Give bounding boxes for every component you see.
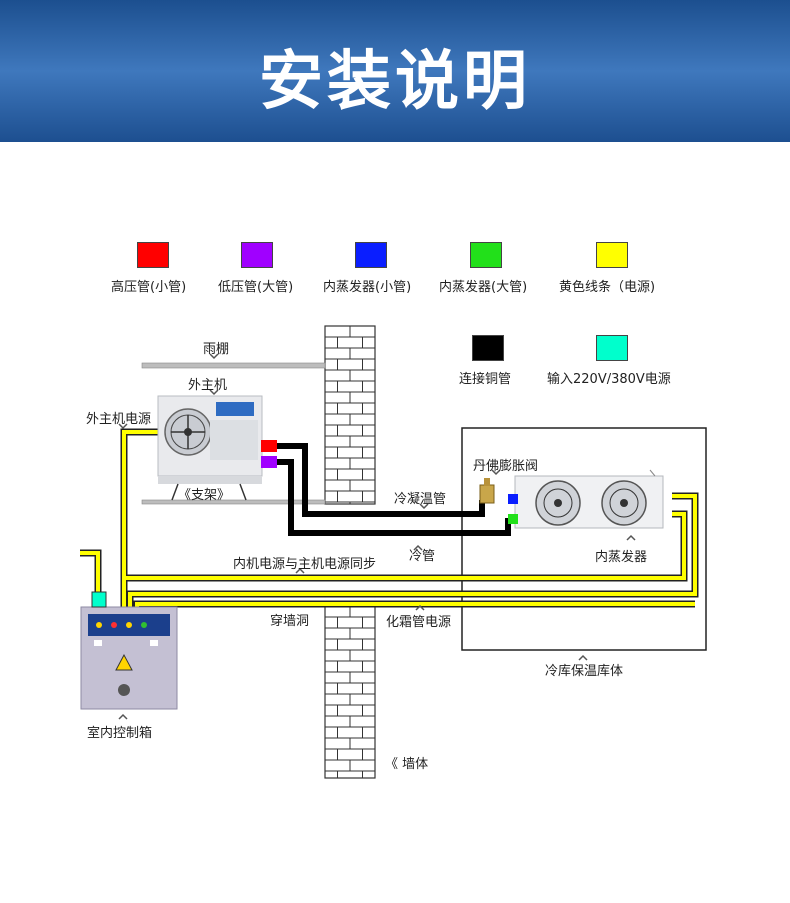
wall-hole-label: 穿墙洞 (270, 614, 310, 629)
legend-label-copper: 连接铜管 (459, 372, 512, 387)
outdoor-unit-label: 外主机 (188, 378, 228, 393)
control-box-label: 室内控制箱 (87, 726, 153, 741)
cold-room-box (461, 427, 707, 651)
legend-label-evap-large: 内蒸发器(大管) (439, 280, 528, 295)
cold-pipe-label: 冷管 (409, 549, 436, 564)
legend-swatch-input-power (596, 335, 628, 361)
legend-swatch-high-pressure (137, 242, 169, 268)
legend-label-input-power: 输入220V/380V电源 (547, 372, 671, 387)
legend-swatch-low-pressure (241, 242, 273, 268)
outdoor-unit (157, 395, 263, 484)
expansion-valve (479, 478, 495, 504)
legend-label-low-pressure: 低压管(大管) (218, 280, 294, 295)
evap-large-port (508, 514, 518, 524)
evap-small-port (508, 494, 518, 504)
title-banner: 安装说明 (0, 0, 790, 142)
evaporator-unit (514, 469, 664, 529)
outdoor-power-label: 外主机电源 (86, 412, 152, 427)
page-title: 安装说明 (259, 45, 531, 119)
high-pressure-port (261, 440, 277, 452)
expansion-valve-label: 丹佛膨胀阀 (473, 459, 539, 474)
legend-label-power: 黄色线条（电源) (559, 280, 656, 295)
power-sync-label: 内机电源与主机电源同步 (233, 557, 377, 572)
wall-label: 《 墙体 (385, 757, 429, 772)
input-power-terminal (91, 591, 107, 608)
defrost-power-label: 化霜管电源 (386, 615, 452, 630)
legend-swatch-evap-small (355, 242, 387, 268)
bracket-bar (141, 499, 326, 505)
legend-swatch-power (596, 242, 628, 268)
legend-label-high-pressure: 高压管(小管) (111, 280, 187, 295)
low-pressure-port (261, 456, 277, 468)
legend-swatch-copper (472, 335, 504, 361)
control-box (80, 606, 178, 710)
canopy-label: 雨棚 (203, 342, 230, 357)
pointer-chevrons (118, 353, 636, 720)
evaporator-label: 内蒸发器 (595, 550, 648, 565)
legend-label-evap-small: 内蒸发器(小管) (323, 280, 412, 295)
canopy-bar (141, 362, 326, 369)
wall-lower (324, 605, 376, 779)
legend-swatch-evap-large (470, 242, 502, 268)
bracket-legs (171, 483, 247, 501)
bracket-label: 《支架》 (178, 488, 231, 503)
copper-pipes (274, 443, 511, 536)
power-lines (80, 428, 699, 608)
condensing-pipe-label: 冷凝温管 (394, 492, 447, 507)
cold-room-label: 冷库保温库体 (545, 664, 624, 679)
wall-upper (324, 325, 376, 505)
